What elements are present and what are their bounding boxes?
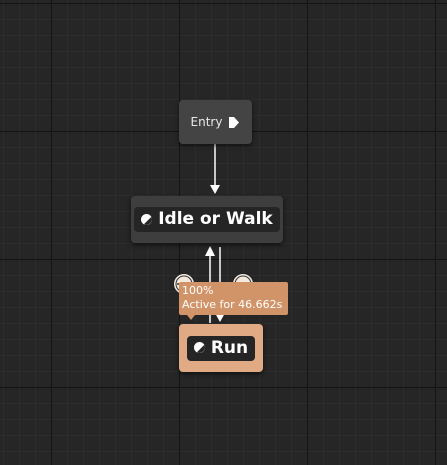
state-title-run: Run: [186, 335, 256, 361]
tooltip-tail: [187, 315, 195, 320]
transition-debug-tooltip: 100% Active for 46.662s: [179, 282, 288, 320]
state-icon: [193, 341, 206, 354]
state-node-idle-or-walk[interactable]: Idle or Walk: [131, 196, 283, 243]
tooltip-weight: 100%: [182, 284, 214, 297]
entry-label: Entry: [190, 115, 223, 129]
tooltip-active-time: Active for 46.662s: [182, 298, 283, 311]
transition-wire-entry-to-idle[interactable]: [210, 144, 220, 194]
state-label: Run: [210, 337, 249, 358]
state-icon: [140, 213, 153, 226]
exit-pin-icon[interactable]: [228, 116, 240, 129]
state-label: Idle or Walk: [158, 209, 273, 229]
entry-node[interactable]: Entry: [179, 100, 252, 144]
state-node-run[interactable]: Run: [179, 324, 263, 372]
state-title-idle-or-walk: Idle or Walk: [134, 207, 280, 232]
